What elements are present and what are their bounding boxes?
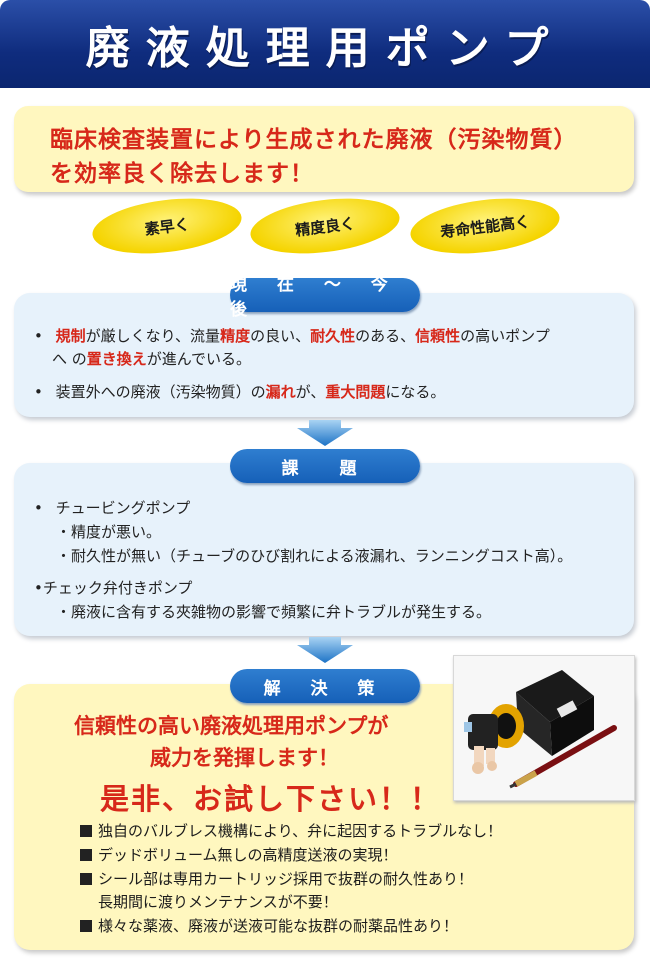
text: のある、 xyxy=(355,327,416,345)
feature-text: 独自のバルブレス機構により、弁に起因するトラブルなし！ xyxy=(98,822,503,840)
kw-reliability: 信頼性 xyxy=(415,327,461,345)
down-arrow-icon xyxy=(297,420,353,446)
title-banner: 廃液処理用ポンプ xyxy=(0,0,650,88)
square-bullet-icon xyxy=(80,848,92,861)
pump-image xyxy=(454,656,634,800)
bullet-marker: • xyxy=(34,327,43,345)
current-panel: • 規制が厳しくなり、流量精度の良い、耐久性のある、信頼性の高いポンプ へ の置… xyxy=(14,293,634,417)
headline-box: 臨床検査装置により生成された廃液（汚染物質） を効率良く除去します！ xyxy=(14,106,634,192)
solution-section-label: 解 決 策 xyxy=(230,669,420,703)
feature-item: 独自のバルブレス機構により、弁に起因するトラブルなし！ xyxy=(80,820,502,842)
current-bullet-1-line-2: へ の置き換えが進んでいる。 xyxy=(52,348,251,370)
text: が厳しくなり、流量 xyxy=(85,327,221,345)
feature-text: シール部は専用カートリッジ採用で抜群の耐久性あり！ xyxy=(98,870,474,888)
headline-line-1: 臨床検査装置により生成された廃液（汚染物質） xyxy=(50,127,578,153)
current-bullet-1: • 規制が厳しくなり、流量精度の良い、耐久性のある、信頼性の高いポンプ xyxy=(34,325,550,347)
issue-item-1-sub-2: ・耐久性が無い（チューブのひび割れによる液漏れ、ランニングコスト高）。 xyxy=(56,547,573,565)
issue-item-1-text: チュービングポンプ xyxy=(55,499,191,517)
headline-line-2: を効率良く除去します！ xyxy=(50,161,314,187)
kw-serious-problem: 重大問題 xyxy=(325,383,386,401)
text: の良い、 xyxy=(250,327,311,345)
issues-panel: • チュービングポンプ ・精度が悪い。 ・耐久性が無い（チューブのひび割れによる… xyxy=(14,463,634,636)
kw-accuracy: 精度 xyxy=(220,327,251,345)
text: 装置外への廃液（汚染物質）の xyxy=(55,383,266,401)
badge-long-life: 寿命性能高く xyxy=(407,191,563,261)
pump-product-photo xyxy=(453,655,635,801)
feature-text: デッドボリューム無しの高精度送液の実現！ xyxy=(98,846,398,864)
feature-item: シール部は専用カートリッジ採用で抜群の耐久性あり！ xyxy=(80,868,473,890)
solution-headline-1: 信頼性の高い廃液処理用ポンプが xyxy=(74,714,389,738)
text: へ の xyxy=(52,350,87,368)
feature-item: 様々な薬液、廃液が送液可能な抜群の耐薬品性あり！ xyxy=(80,915,458,937)
page-title: 廃液処理用ポンプ xyxy=(85,23,565,74)
text: になる。 xyxy=(385,383,446,401)
feature-item: デッドボリューム無しの高精度送液の実現！ xyxy=(80,844,398,866)
text: の高いポンプ xyxy=(460,327,550,345)
issue-item-1: • チュービングポンプ xyxy=(34,497,190,519)
issue-item-2-sub-1: ・廃液に含有する夾雑物の影響で頻繁に弁トラブルが発生する。 xyxy=(56,603,492,621)
square-bullet-icon xyxy=(80,824,92,837)
feature-text: 様々な薬液、廃液が送液可能な抜群の耐薬品性あり！ xyxy=(98,917,459,935)
current-bullet-2: • 装置外への廃液（汚染物質）の漏れが、重大問題になる。 xyxy=(34,381,445,403)
kw-regulation: 規制 xyxy=(55,327,86,345)
kw-leak: 漏れ xyxy=(265,383,296,401)
solution-call-to-action: 是非、お試し下さい！！ xyxy=(100,782,442,816)
issue-item-2: •チェック弁付きポンプ xyxy=(34,579,193,597)
down-arrow-icon xyxy=(297,637,353,663)
text: が、 xyxy=(295,383,326,401)
badge-accurate: 精度良く xyxy=(247,191,403,261)
kw-durability: 耐久性 xyxy=(310,327,356,345)
kw-replacement: 置き換え xyxy=(86,350,147,368)
square-bullet-icon xyxy=(80,919,92,932)
text: が進んでいる。 xyxy=(146,350,252,368)
solution-headline-2: 威力を発揮します！ xyxy=(150,746,339,770)
issue-item-1-sub-1: ・精度が悪い。 xyxy=(56,523,162,541)
bullet-marker: • xyxy=(34,383,43,401)
square-bullet-icon xyxy=(80,872,92,885)
feature-item-continuation: 長期間に渡りメンテナンスが不要！ xyxy=(98,893,338,911)
current-section-label: 現 在 ～ 今 後 xyxy=(230,275,420,320)
bullet-marker: • xyxy=(34,499,43,517)
issues-section-label: 課 題 xyxy=(230,449,420,483)
badge-quick: 素早く xyxy=(89,191,245,261)
